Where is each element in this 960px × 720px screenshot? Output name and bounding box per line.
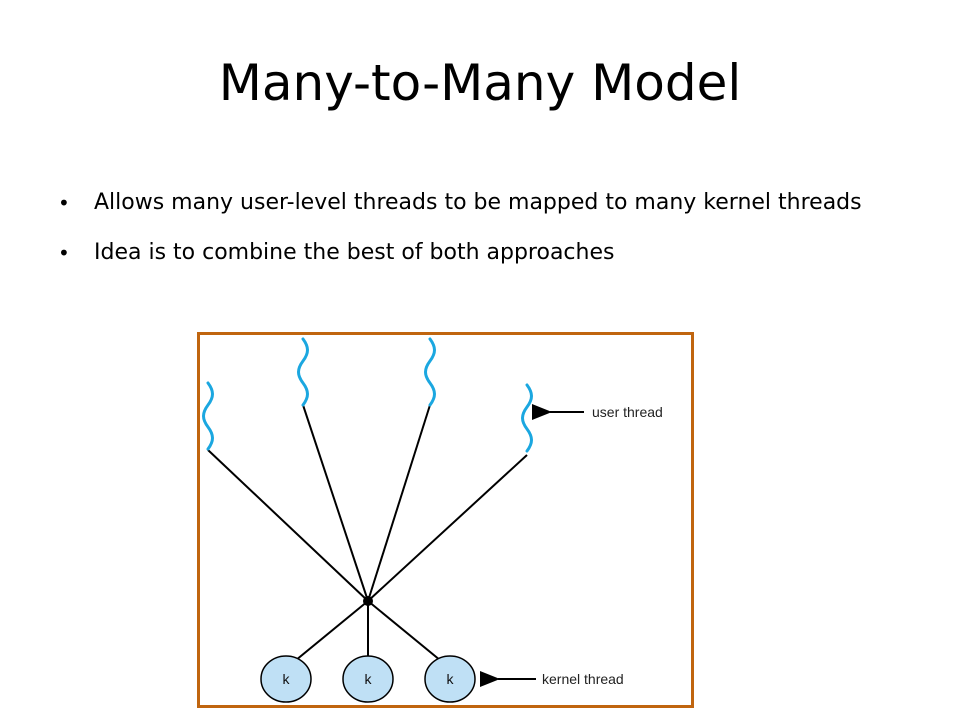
kernel-connections [289,600,447,666]
bullet-dot-icon: • [58,191,70,215]
slide-title: Many-to-Many Model [218,54,742,112]
bullet-item: • Idea is to combine the best of both ap… [56,232,916,274]
kernel-threads: k k k [260,655,476,703]
user-thread-icon [424,337,436,407]
mapping-hub [363,596,373,606]
user-thread-label: user thread [592,404,663,420]
kernel-thread-node [260,655,312,703]
connection-line [367,454,528,602]
user-thread-icon [202,381,214,451]
diagram-svg: k k k user thread kernel thread [202,337,663,703]
connection-line [367,404,431,602]
connection-line [302,404,369,602]
user-thread-icon [297,337,309,407]
user-connections [207,404,528,602]
bullet-text: Allows many user-level threads to be map… [94,190,862,215]
kernel-thread-node-label: k [365,671,373,687]
user-thread-icon [521,383,533,453]
connection-line [207,449,369,602]
connection-line [289,600,369,666]
kernel-thread-node-label: k [447,671,455,687]
bullet-list: • Allows many user-level threads to be m… [56,182,916,282]
bullet-dot-icon: • [58,241,70,265]
bullet-text: Idea is to combine the best of both appr… [94,240,615,265]
kernel-thread-node [424,655,476,703]
kernel-thread-node [342,655,394,703]
user-threads [202,337,533,453]
connection-line [367,600,447,666]
many-to-many-diagram: k k k user thread kernel thread [197,332,694,708]
bullet-item: • Allows many user-level threads to be m… [56,182,916,224]
kernel-thread-node-label: k [283,671,291,687]
kernel-thread-label: kernel thread [542,671,624,687]
